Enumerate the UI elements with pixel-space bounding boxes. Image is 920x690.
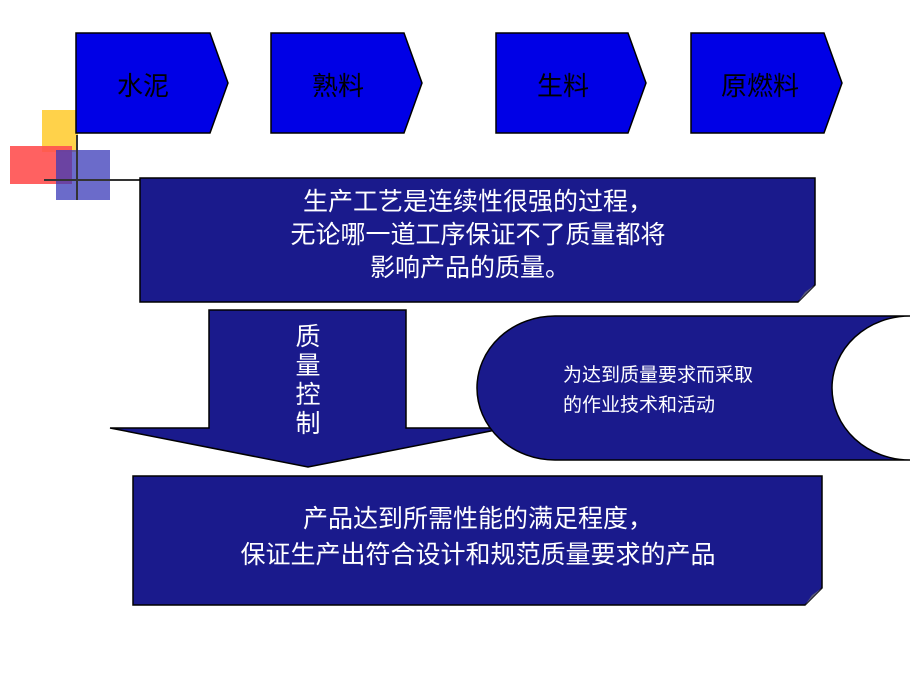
chain-arrow-1: 水泥	[75, 32, 229, 134]
chain-arrow-3: 生料	[495, 32, 647, 134]
decorative-corner-squares	[10, 110, 140, 200]
process-line-2: 无论哪一道工序保证不了质量都将	[290, 220, 665, 249]
result-box: 产品达到所需性能的满足程度， 保证生产出符合设计和规范质量要求的产品	[132, 475, 823, 606]
qc-char-3: 控	[295, 380, 320, 409]
chain-label-3: 生料	[537, 72, 589, 102]
qc-char-4: 制	[295, 409, 320, 438]
deco-yellow-square	[42, 110, 78, 152]
process-line-3: 影响产品的质量。	[370, 253, 570, 282]
process-box: 生产工艺是连续性很强的过程， 无论哪一道工序保证不了质量都将 影响产品的质量。	[139, 177, 816, 303]
qc-char-2: 量	[295, 351, 320, 380]
definition-callout: 为达到质量要求而采取 的作业技术和活动	[476, 315, 911, 461]
definition-line-1: 为达到质量要求而采取	[563, 364, 753, 386]
qc-char-1: 质	[295, 322, 320, 351]
result-line-1: 产品达到所需性能的满足程度，	[303, 504, 653, 533]
result-line-2: 保证生产出符合设计和规范质量要求的产品	[240, 540, 715, 569]
chain-arrow-2: 熟料	[270, 32, 423, 134]
chain-label-1: 水泥	[117, 72, 169, 102]
quality-control-arrow: 质 量 控 制	[109, 309, 507, 468]
process-line-1: 生产工艺是连续性很强的过程，	[303, 187, 653, 216]
definition-line-2: 的作业技术和活动	[563, 394, 715, 416]
deco-blue-square	[56, 150, 110, 200]
chain-label-2: 熟料	[312, 72, 364, 102]
chain-arrow-4: 原燃料	[690, 32, 843, 134]
chain-label-4: 原燃料	[721, 72, 799, 102]
